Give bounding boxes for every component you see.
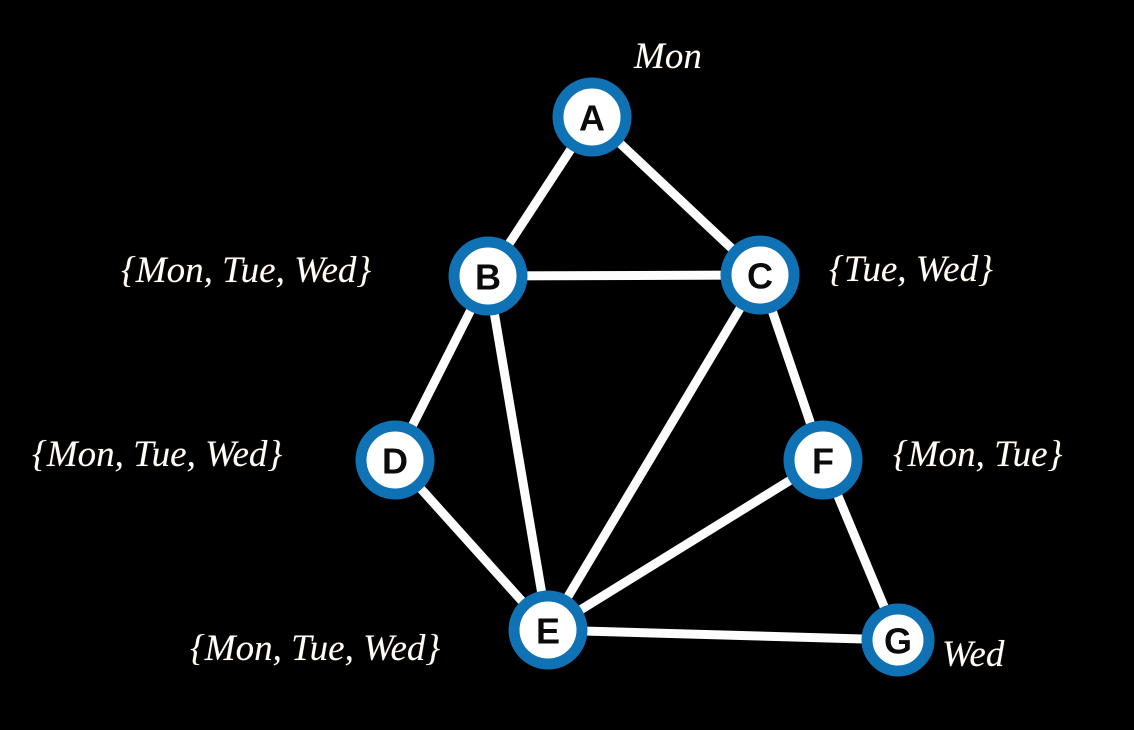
domain-label-c: {Tue, Wed} (829, 249, 993, 290)
graph-edge-c-e (543, 270, 765, 635)
node-circle-e (508, 590, 588, 670)
domain-label-e: {Mon, Tue, Wed} (190, 628, 441, 669)
edges-group (390, 112, 903, 645)
domain-label-f: {Mon, Tue} (893, 434, 1063, 475)
node-label-e: E (536, 611, 560, 652)
node-circle-g (861, 603, 935, 677)
node-circle-a (552, 77, 632, 157)
node-label-a: A (579, 98, 605, 139)
domain-label-b: {Mon, Tue, Wed} (121, 250, 372, 291)
graph-edge-b-c (483, 270, 765, 281)
node-circle-c (720, 235, 800, 315)
node-label-f: F (812, 441, 834, 482)
node-label-b: B (475, 257, 501, 298)
node-label-g: G (884, 621, 912, 662)
graph-node-b[interactable]: B (448, 236, 528, 316)
graph-node-f[interactable]: F (783, 420, 863, 500)
graph-node-e[interactable]: E (508, 590, 588, 670)
graph-edge-e-f (543, 455, 828, 635)
graph-edge-e-g (543, 625, 903, 645)
node-circle-d (355, 420, 435, 500)
node-label-c: C (747, 256, 773, 297)
nodes-group: A B C D E F G (355, 77, 935, 677)
node-circle-b (448, 236, 528, 316)
graph-node-c[interactable]: C (720, 235, 800, 315)
domain-label-d: {Mon, Tue, Wed} (32, 434, 283, 475)
graph-edge-b-e (483, 271, 553, 635)
graph-node-g[interactable]: G (861, 603, 935, 677)
node-label-d: D (382, 441, 408, 482)
node-circle-f (783, 420, 863, 500)
graph-node-a[interactable]: A (552, 77, 632, 157)
graph-node-d[interactable]: D (355, 420, 435, 500)
domain-label-a: Mon (634, 36, 702, 77)
domain-label-g: Wed (942, 634, 1005, 675)
